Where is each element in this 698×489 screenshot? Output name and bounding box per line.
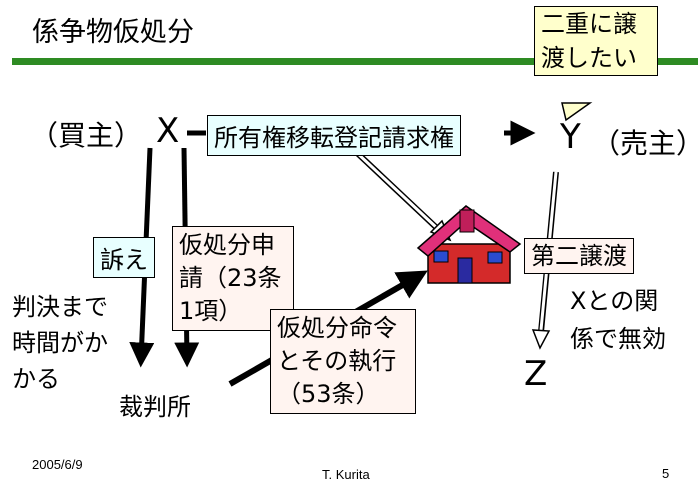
slide-title: 係争物仮処分 [32, 17, 194, 48]
buyer-label: （買主） [30, 119, 143, 152]
court-label: 裁判所 [119, 393, 191, 421]
seller-label: （売主） [592, 127, 698, 160]
ownership-transfer-claim-box: 所有権移転登記請求権 [207, 115, 461, 156]
second-transfer-box: 第二譲渡 [524, 238, 634, 274]
bubble-pointer [561, 102, 593, 122]
title-underline [12, 58, 698, 65]
party-y: Y [560, 117, 581, 157]
speech-bubble: 二重に譲渡したい [534, 6, 658, 76]
provisional-order-box: 仮処分命令とその執行（53条） [270, 309, 416, 414]
footer-date: 2005/6/9 [32, 457, 83, 472]
party-z: Z [524, 354, 548, 394]
invalid-relation-note: Xとの関係で無効 [570, 287, 666, 353]
judgment-delay-note: 判決まで時間がかかる [12, 293, 108, 393]
party-x: X [156, 111, 180, 151]
house-icon [416, 205, 522, 284]
provisional-application-box: 仮処分申請（23条1項） [172, 226, 294, 331]
footer-author: T. Kurita [322, 467, 370, 482]
footer-page-number: 5 [662, 466, 670, 481]
suit-box: 訴え [93, 237, 155, 278]
